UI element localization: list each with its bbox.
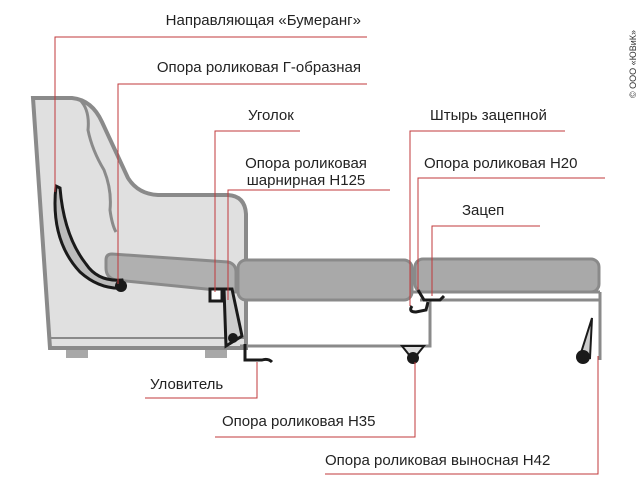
leader-roller-h20	[417, 177, 605, 290]
label-roller-h20: Опора роликовая Н20	[424, 155, 578, 172]
catcher-hook	[243, 344, 274, 364]
hinged-roller-wheel	[228, 333, 238, 343]
sofa-drawing	[30, 96, 602, 364]
leader-guide-boomerang	[54, 36, 367, 192]
leader-hook-pin	[409, 130, 565, 306]
leader-hook	[431, 225, 540, 296]
leader-roller-h42	[325, 356, 599, 475]
leader-corner	[214, 130, 300, 292]
hook-pin-mechanism	[409, 289, 446, 314]
roller-h42-wheel	[576, 350, 590, 364]
seat-cushion-middle	[236, 258, 414, 302]
seat-cushion-right	[413, 257, 601, 294]
copyright: © ООО «ЮВиК»	[628, 30, 638, 98]
leader-roller-h35	[215, 362, 416, 438]
leader-roller-hinged	[227, 189, 390, 300]
label-roller-hinged-line1: Опора роликовая	[245, 155, 367, 172]
seat-cushion-tilted	[104, 252, 238, 294]
label-hook: Зацеп	[462, 202, 504, 219]
label-roller-l-shaped: Опора роликовая Г-образная	[157, 59, 361, 76]
pullout-frame	[240, 290, 602, 360]
boomerang-guide	[53, 183, 126, 290]
label-hook-pin: Штырь зацепной	[430, 107, 547, 124]
corner-bracket	[208, 287, 224, 303]
leader-roller-l-shaped	[117, 83, 367, 284]
label-catcher: Уловитель	[150, 376, 223, 393]
leader-lines	[54, 36, 605, 475]
roller-l-shaped-wheel	[115, 280, 127, 292]
label-roller-outrigger-h42: Опора роликовая выносная Н42	[325, 452, 550, 469]
label-roller-h35: Опора роликовая Н35	[222, 413, 376, 430]
hinged-roller-plate	[222, 287, 244, 349]
label-corner: Уголок	[248, 107, 294, 124]
sofa-back-contour	[78, 98, 118, 233]
label-guide-boomerang: Направляющая «Бумеранг»	[166, 12, 361, 29]
leader-catcher	[145, 362, 258, 399]
label-roller-hinged-line2: шарнирная Н125	[247, 172, 366, 189]
roller-h35-wheel	[407, 352, 419, 364]
